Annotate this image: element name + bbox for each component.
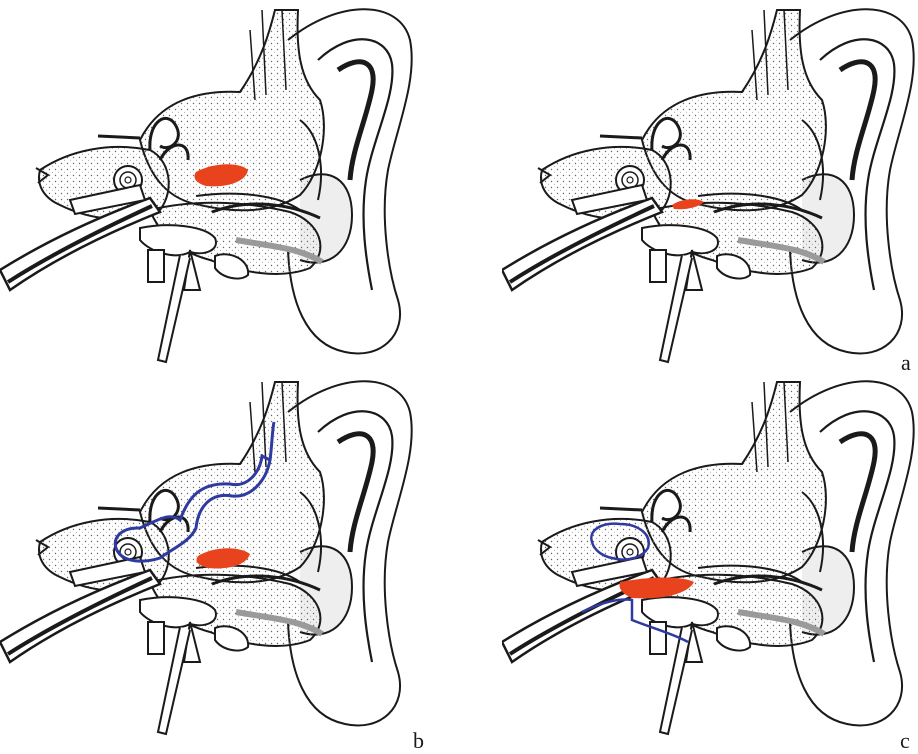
panel-label-a: a — [901, 350, 911, 376]
ear-diagram-top-left — [0, 0, 416, 372]
ear-diagram-bottom-right — [502, 372, 918, 744]
ear-diagram-top-right — [502, 0, 918, 372]
panel-label-c: c — [900, 728, 910, 754]
panel-label-b: b — [413, 728, 424, 754]
ear-diagram-bottom-left — [0, 372, 416, 744]
